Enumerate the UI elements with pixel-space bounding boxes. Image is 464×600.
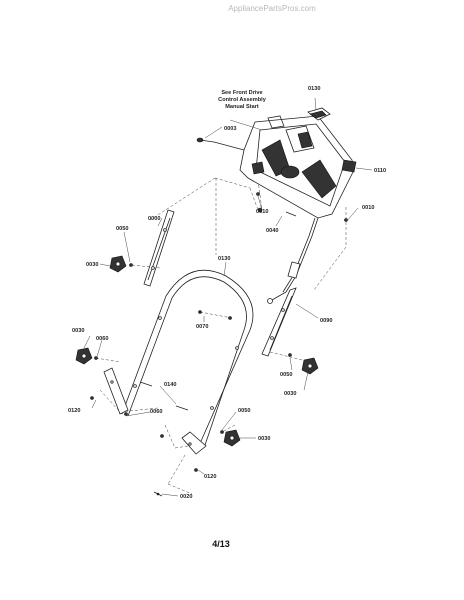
callout-0070: 0070 (196, 324, 208, 330)
upper-handle-left-0000 (143, 209, 175, 287)
callout-0010-b: 0010 (362, 205, 374, 211)
page-number: 4/13 (212, 539, 230, 549)
callout-0050-c: 0050 (238, 408, 250, 414)
note-line1: See Front Drive (221, 90, 262, 96)
upper-handle-right-0090 (261, 287, 297, 357)
leader-lines (83, 97, 373, 497)
callout-0130-mid: 0130 (218, 256, 230, 262)
callout-0003: 0003 (224, 126, 236, 132)
knob-0030-upper-left (109, 255, 127, 273)
callout-0040: 0040 (266, 228, 278, 234)
callout-0140: 0140 (164, 382, 176, 388)
callout-0110: 0110 (374, 168, 386, 174)
note-line2: Control Assembly (218, 97, 267, 103)
control-cable-0040 (257, 207, 319, 304)
callout-0030-d: 0030 (258, 436, 270, 442)
lower-right-bracket (181, 431, 207, 455)
note-see-front-drive: See Front Drive Control Assembly Manual … (218, 90, 267, 110)
callout-0030-a: 0030 (86, 262, 98, 268)
hardware-bits (90, 192, 348, 497)
knob-0030-mid-left (75, 347, 93, 365)
callout-0060: 0060 (96, 336, 108, 342)
lower-left-bracket (103, 367, 129, 415)
alignment-lines (95, 177, 347, 495)
callout-labels: 0130 0003 0110 0010 0010 0040 0000 0050 … (68, 86, 386, 500)
callout-0030-c: 0030 (284, 391, 296, 397)
cover-0130 (307, 107, 331, 121)
callout-0120-b: 0120 (204, 474, 216, 480)
cable-0003 (196, 137, 245, 151)
callout-0020: 0020 (180, 494, 192, 500)
note-line3: Manual Start (225, 104, 259, 110)
callout-0120-a: 0120 (68, 408, 80, 414)
callout-0050-b: 0050 (280, 372, 292, 378)
knob-0030-lower-right (223, 429, 241, 447)
watermark-text: AppliancePartsPros.com (228, 4, 316, 13)
callout-0090: 0090 (320, 318, 332, 324)
main-handle-0130 (121, 269, 254, 449)
callout-0000: 0000 (148, 216, 160, 222)
callout-0010-a: 0010 (256, 209, 268, 215)
callout-0050-a: 0050 (116, 226, 128, 232)
callout-0130-top: 0130 (308, 86, 320, 92)
callout-0030-b: 0030 (72, 328, 84, 334)
knob-0030-mid-right (301, 357, 319, 375)
control-housing-0110 (239, 115, 357, 219)
callout-0060-b: 0060 (150, 409, 162, 415)
